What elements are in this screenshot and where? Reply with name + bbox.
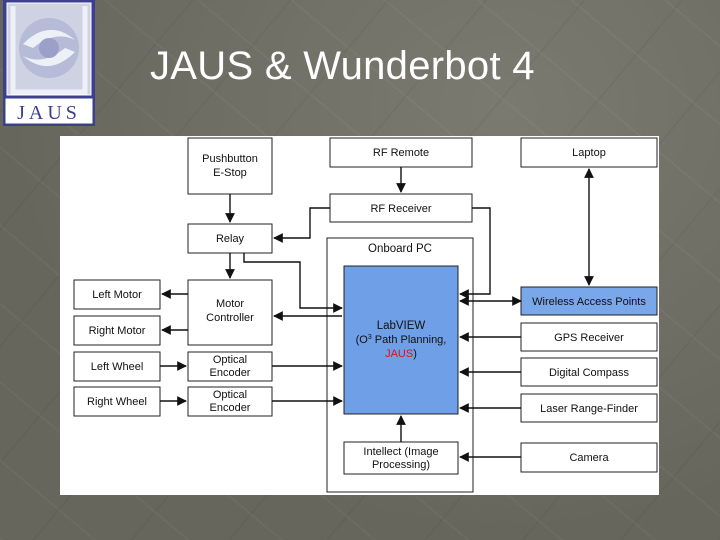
labview-line2: (O3 Path Planning,: [356, 334, 447, 346]
motor-controller-line2: Controller: [206, 312, 254, 324]
motor-controller-box: [187, 279, 273, 346]
left-motor-label: Left Motor: [92, 289, 142, 301]
left-wheel-box: [73, 351, 161, 382]
wire-relay-labview: [243, 253, 343, 313]
optical-encoder-2-line2: Encoder: [210, 402, 251, 414]
onboard-pc-label: Onboard PC: [368, 243, 432, 255]
slide-title: JAUS & Wunderbot 4: [150, 44, 535, 88]
digital-compass-box: [520, 357, 658, 387]
rf-receiver-label: RF Receiver: [370, 203, 431, 215]
optical-encoder-1-line1: Optical: [213, 354, 247, 366]
optical-encoder-2-line1: Optical: [213, 389, 247, 401]
rf-remote-box: [329, 137, 473, 168]
motor-controller-line1: Motor: [216, 298, 244, 310]
architecture-diagram: Onboard PC LabVIEW (O3 Path Planning, JA…: [73, 137, 658, 493]
wireless-access-points-box: [520, 286, 658, 316]
laser-range-finder-box: [520, 393, 658, 423]
relay-box: [187, 223, 273, 254]
optical-encoder-1-line2: Encoder: [210, 367, 251, 379]
laptop-label: Laptop: [572, 147, 606, 159]
labview-line1: LabVIEW: [377, 320, 426, 332]
laptop-box: [520, 137, 658, 168]
wireless-access-points-label: Wireless Access Points: [532, 296, 646, 308]
intellect-box: [343, 441, 459, 475]
digital-compass-label: Digital Compass: [549, 367, 630, 379]
left-motor-box: [73, 279, 161, 310]
laser-range-finder-label: Laser Range-Finder: [540, 403, 638, 415]
left-wheel-label: Left Wheel: [91, 361, 144, 373]
labview-line3: JAUS): [385, 348, 417, 360]
labview-box: [343, 265, 459, 415]
right-motor-label: Right Motor: [89, 325, 146, 337]
pushbutton-line2: E-Stop: [213, 167, 247, 179]
intellect-line2: Processing): [372, 459, 430, 471]
rf-receiver-box: [329, 193, 473, 223]
relay-label: Relay: [216, 233, 245, 245]
right-wheel-box: [73, 386, 161, 417]
intellect-line1: Intellect (Image: [363, 446, 438, 458]
right-motor-box: [73, 315, 161, 346]
camera-label: Camera: [569, 452, 609, 464]
architecture-diagram-panel: Onboard PC LabVIEW (O3 Path Planning, JA…: [60, 136, 659, 495]
rf-remote-label: RF Remote: [373, 147, 429, 159]
wire-rfreceiver-labview: [459, 207, 491, 299]
logo-text: JAUS: [17, 102, 81, 124]
pushbutton-line1: Pushbutton: [202, 153, 258, 165]
jaus-logo: JAUS: [3, 0, 95, 126]
gps-receiver-label: GPS Receiver: [554, 332, 624, 344]
gps-receiver-box: [520, 322, 658, 352]
pushbutton-estop-box: [187, 137, 273, 195]
wire-rfreceiver-relay: [273, 207, 330, 243]
right-wheel-label: Right Wheel: [87, 396, 147, 408]
